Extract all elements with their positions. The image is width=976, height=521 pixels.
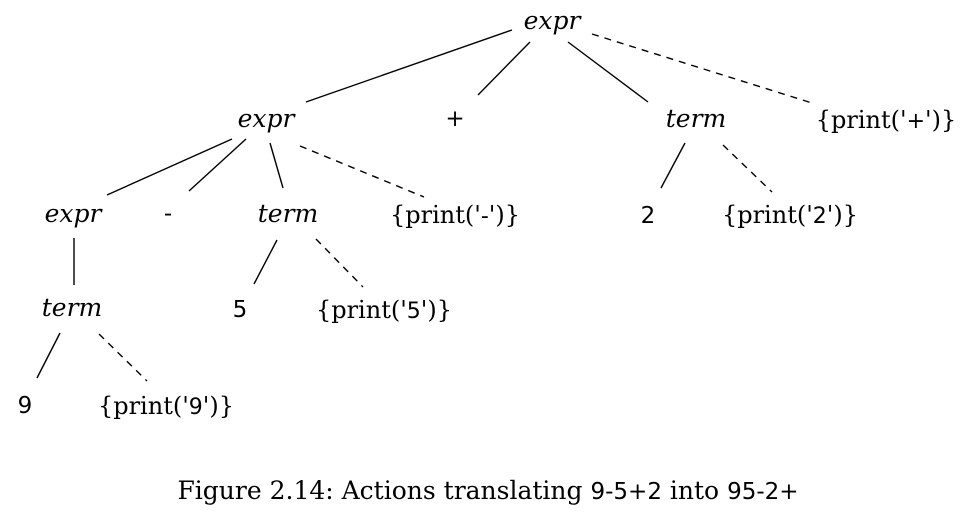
node-action-print-plus: {print('+')} — [816, 106, 957, 134]
node-five-token: 5 — [233, 297, 248, 323]
figure-caption: Figure 2.14: Actions translating 9-5+2 i… — [177, 476, 798, 505]
edge-expr-expr — [106, 138, 233, 196]
edge-term-action-nine — [98, 333, 148, 382]
node-action-print-minus: {print('-')} — [390, 201, 520, 229]
node-two-token: 2 — [641, 203, 656, 229]
node-term-l2: term — [258, 199, 319, 228]
edge-term-five — [253, 239, 278, 285]
edge-root-term — [567, 41, 649, 103]
node-nine-token: 9 — [18, 393, 33, 419]
edge-root-action-plus — [591, 33, 813, 104]
caption-middle: into — [662, 476, 727, 505]
edge-root-plus — [477, 41, 531, 96]
node-action-print-nine: {print('9')} — [98, 392, 234, 420]
node-root-expr: expr — [524, 6, 583, 35]
edge-term-action-two — [722, 144, 773, 193]
caption-prefix: Figure 2.14: Actions translating — [177, 476, 590, 505]
edge-expr-term — [269, 142, 284, 189]
node-action-print-five: {print('5')} — [316, 296, 452, 324]
node-minus-token: - — [164, 201, 172, 227]
edge-term-nine — [36, 332, 61, 379]
node-expr-l1: expr — [238, 104, 297, 133]
node-term-l1: term — [666, 104, 727, 133]
node-expr-l2: expr — [45, 199, 104, 228]
node-term-l3: term — [42, 293, 103, 322]
edge-root-expr — [305, 29, 513, 103]
edge-expr-minus — [188, 138, 247, 192]
edge-term-action-five — [315, 238, 364, 288]
tree-edges — [36, 29, 813, 382]
edge-term-two — [660, 142, 686, 189]
caption-input: 9-5+2 — [590, 479, 661, 505]
caption-output: 95-2+ — [727, 479, 798, 505]
node-plus-token: + — [445, 106, 464, 132]
node-action-print-two: {print('2')} — [722, 201, 858, 229]
tree-nodes: expr expr + term {print('+')} expr - ter… — [18, 6, 957, 420]
edge-expr-action-minus — [299, 145, 425, 198]
